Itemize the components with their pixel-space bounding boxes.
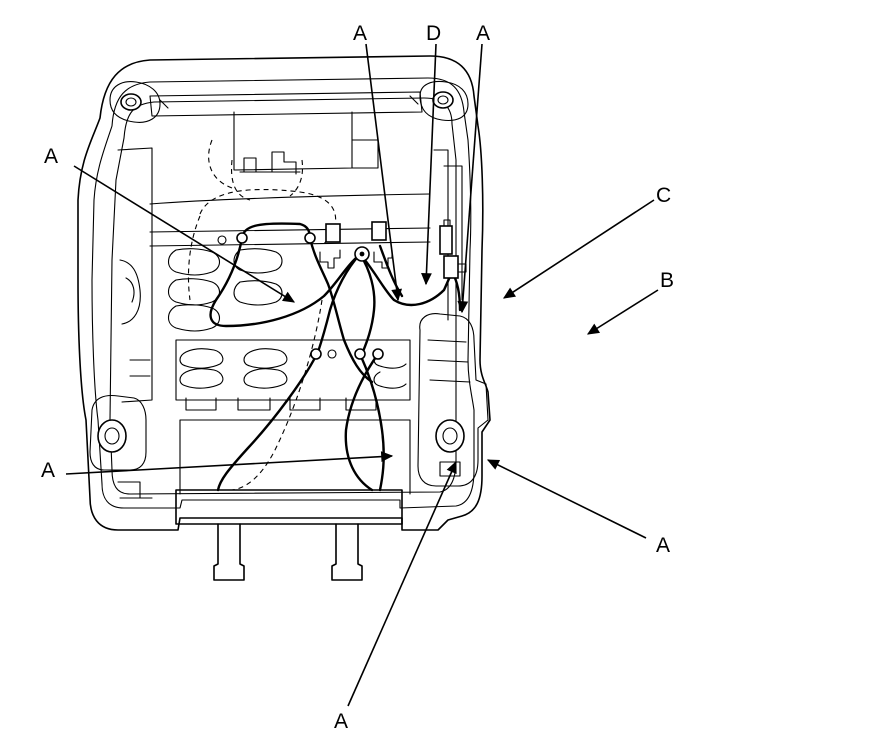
seat-legs <box>213 523 363 581</box>
callout-d-top: D <box>426 22 441 45</box>
harness-clips <box>319 219 467 279</box>
callout-a-top-center: A <box>353 22 367 45</box>
leader-a-right-lower <box>486 459 647 539</box>
top-right-anchor <box>419 80 469 122</box>
right-seat-track <box>417 313 489 487</box>
callout-labels: A A D A C B A A A <box>41 22 674 733</box>
leader-d-top <box>421 43 437 286</box>
top-rail <box>149 91 423 171</box>
leader-a-bottom <box>347 460 457 707</box>
leader-a-top-right <box>457 43 483 314</box>
callout-c-right: C <box>656 184 671 207</box>
latch-bracket <box>239 151 301 175</box>
left-side-rail <box>117 147 153 403</box>
leader-c-right <box>502 199 655 299</box>
wire-harness <box>209 222 462 492</box>
callout-a-left-lower: A <box>41 459 55 482</box>
callout-a-right-lower: A <box>656 534 670 557</box>
callout-b-right: B <box>660 269 674 292</box>
leader-b-right <box>586 289 659 335</box>
top-left-anchor <box>109 81 161 123</box>
leader-a-top-center <box>365 43 403 302</box>
callout-a-bottom: A <box>334 710 348 733</box>
callout-leaders <box>65 43 659 707</box>
callout-a-top-right: A <box>476 22 490 45</box>
leader-a-top-left <box>73 165 296 303</box>
harness-connectors <box>217 232 384 360</box>
callout-a-top-left: A <box>44 145 58 168</box>
left-seat-track <box>89 394 153 499</box>
bottom-plate <box>175 419 411 525</box>
leader-a-left-lower <box>65 451 394 475</box>
cushion-hidden-outline <box>187 139 337 491</box>
